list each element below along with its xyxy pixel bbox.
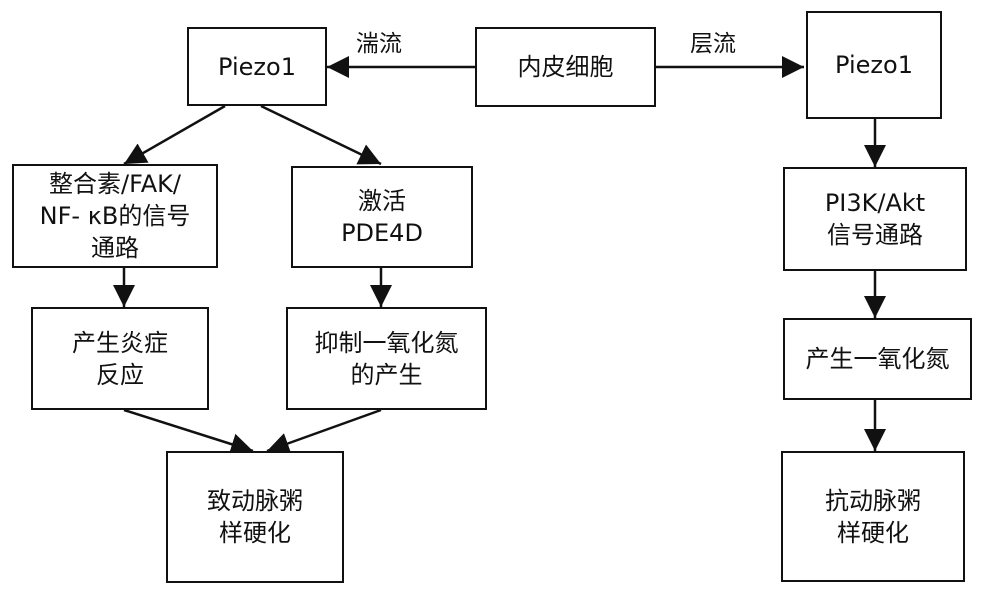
anti-atherosclerosis-line-1: 抗动脉粥 xyxy=(825,486,921,515)
integrin-pathway-line-2: NF- κB的信号 xyxy=(39,202,191,230)
inhibit-no-line-1: 抑制一氧化氮 xyxy=(314,328,459,357)
cause-atherosclerosis-node: 致动脉粥 样硬化 xyxy=(166,451,344,583)
endothelial-cell-node: 内皮细胞 xyxy=(475,27,656,107)
piezo1-left-text: Piezo1 xyxy=(218,52,296,81)
activate-pde4d-line-1: 激活 xyxy=(358,187,406,215)
integrin-pathway-line-3: 通路 xyxy=(91,234,139,262)
cause-atherosclerosis-line-1: 致动脉粥 xyxy=(207,487,303,515)
produce-no-text: 产生一氧化氮 xyxy=(805,345,950,373)
arrow-piezo-to-pde4d xyxy=(260,104,382,166)
inhibit-no-line-2: 的产生 xyxy=(350,360,423,389)
inhibit-no-production-node: 抑制一氧化氮 的产生 xyxy=(286,307,487,410)
arrow-piezo-to-integrin xyxy=(123,104,226,166)
produce-no-node: 产生一氧化氮 xyxy=(783,318,972,400)
inflammation-line-1: 产生炎症 xyxy=(72,328,168,357)
integrin-pathway-line-1: 整合素/FAK/ xyxy=(49,170,181,198)
arrow-inflammation-to-atherosclerosis xyxy=(123,408,254,455)
activate-pde4d-node: 激活 PDE4D xyxy=(291,166,473,268)
integrin-fak-nfkb-pathway-node: 整合素/FAK/ NF- κB的信号 通路 xyxy=(12,164,218,268)
endothelial-cell-text: 内皮细胞 xyxy=(517,53,614,81)
laminar-flow-label: 层流 xyxy=(690,31,736,57)
turbulent-flow-label: 湍流 xyxy=(356,31,402,57)
anti-atherosclerosis-line-2: 样硬化 xyxy=(837,518,909,547)
piezo1-right-node: Piezo1 xyxy=(806,11,942,119)
arrow-no-inhibit-to-atherosclerosis xyxy=(266,408,382,454)
pi3k-pathway-line-1: PI3K/Akt xyxy=(824,189,926,217)
pi3k-pathway-line-2: 信号通路 xyxy=(827,221,923,249)
piezo1-right-text: Piezo1 xyxy=(835,51,913,79)
inflammation-node: 产生炎症 反应 xyxy=(31,307,209,410)
piezo1-left-node: Piezo1 xyxy=(187,27,327,106)
cause-atherosclerosis-line-2: 样硬化 xyxy=(219,519,291,547)
pi3k-akt-pathway-node: PI3K/Akt 信号通路 xyxy=(783,167,967,271)
activate-pde4d-line-2: PDE4D xyxy=(341,219,423,247)
anti-atherosclerosis-node: 抗动脉粥 样硬化 xyxy=(781,451,965,582)
inflammation-line-2: 反应 xyxy=(96,360,144,389)
